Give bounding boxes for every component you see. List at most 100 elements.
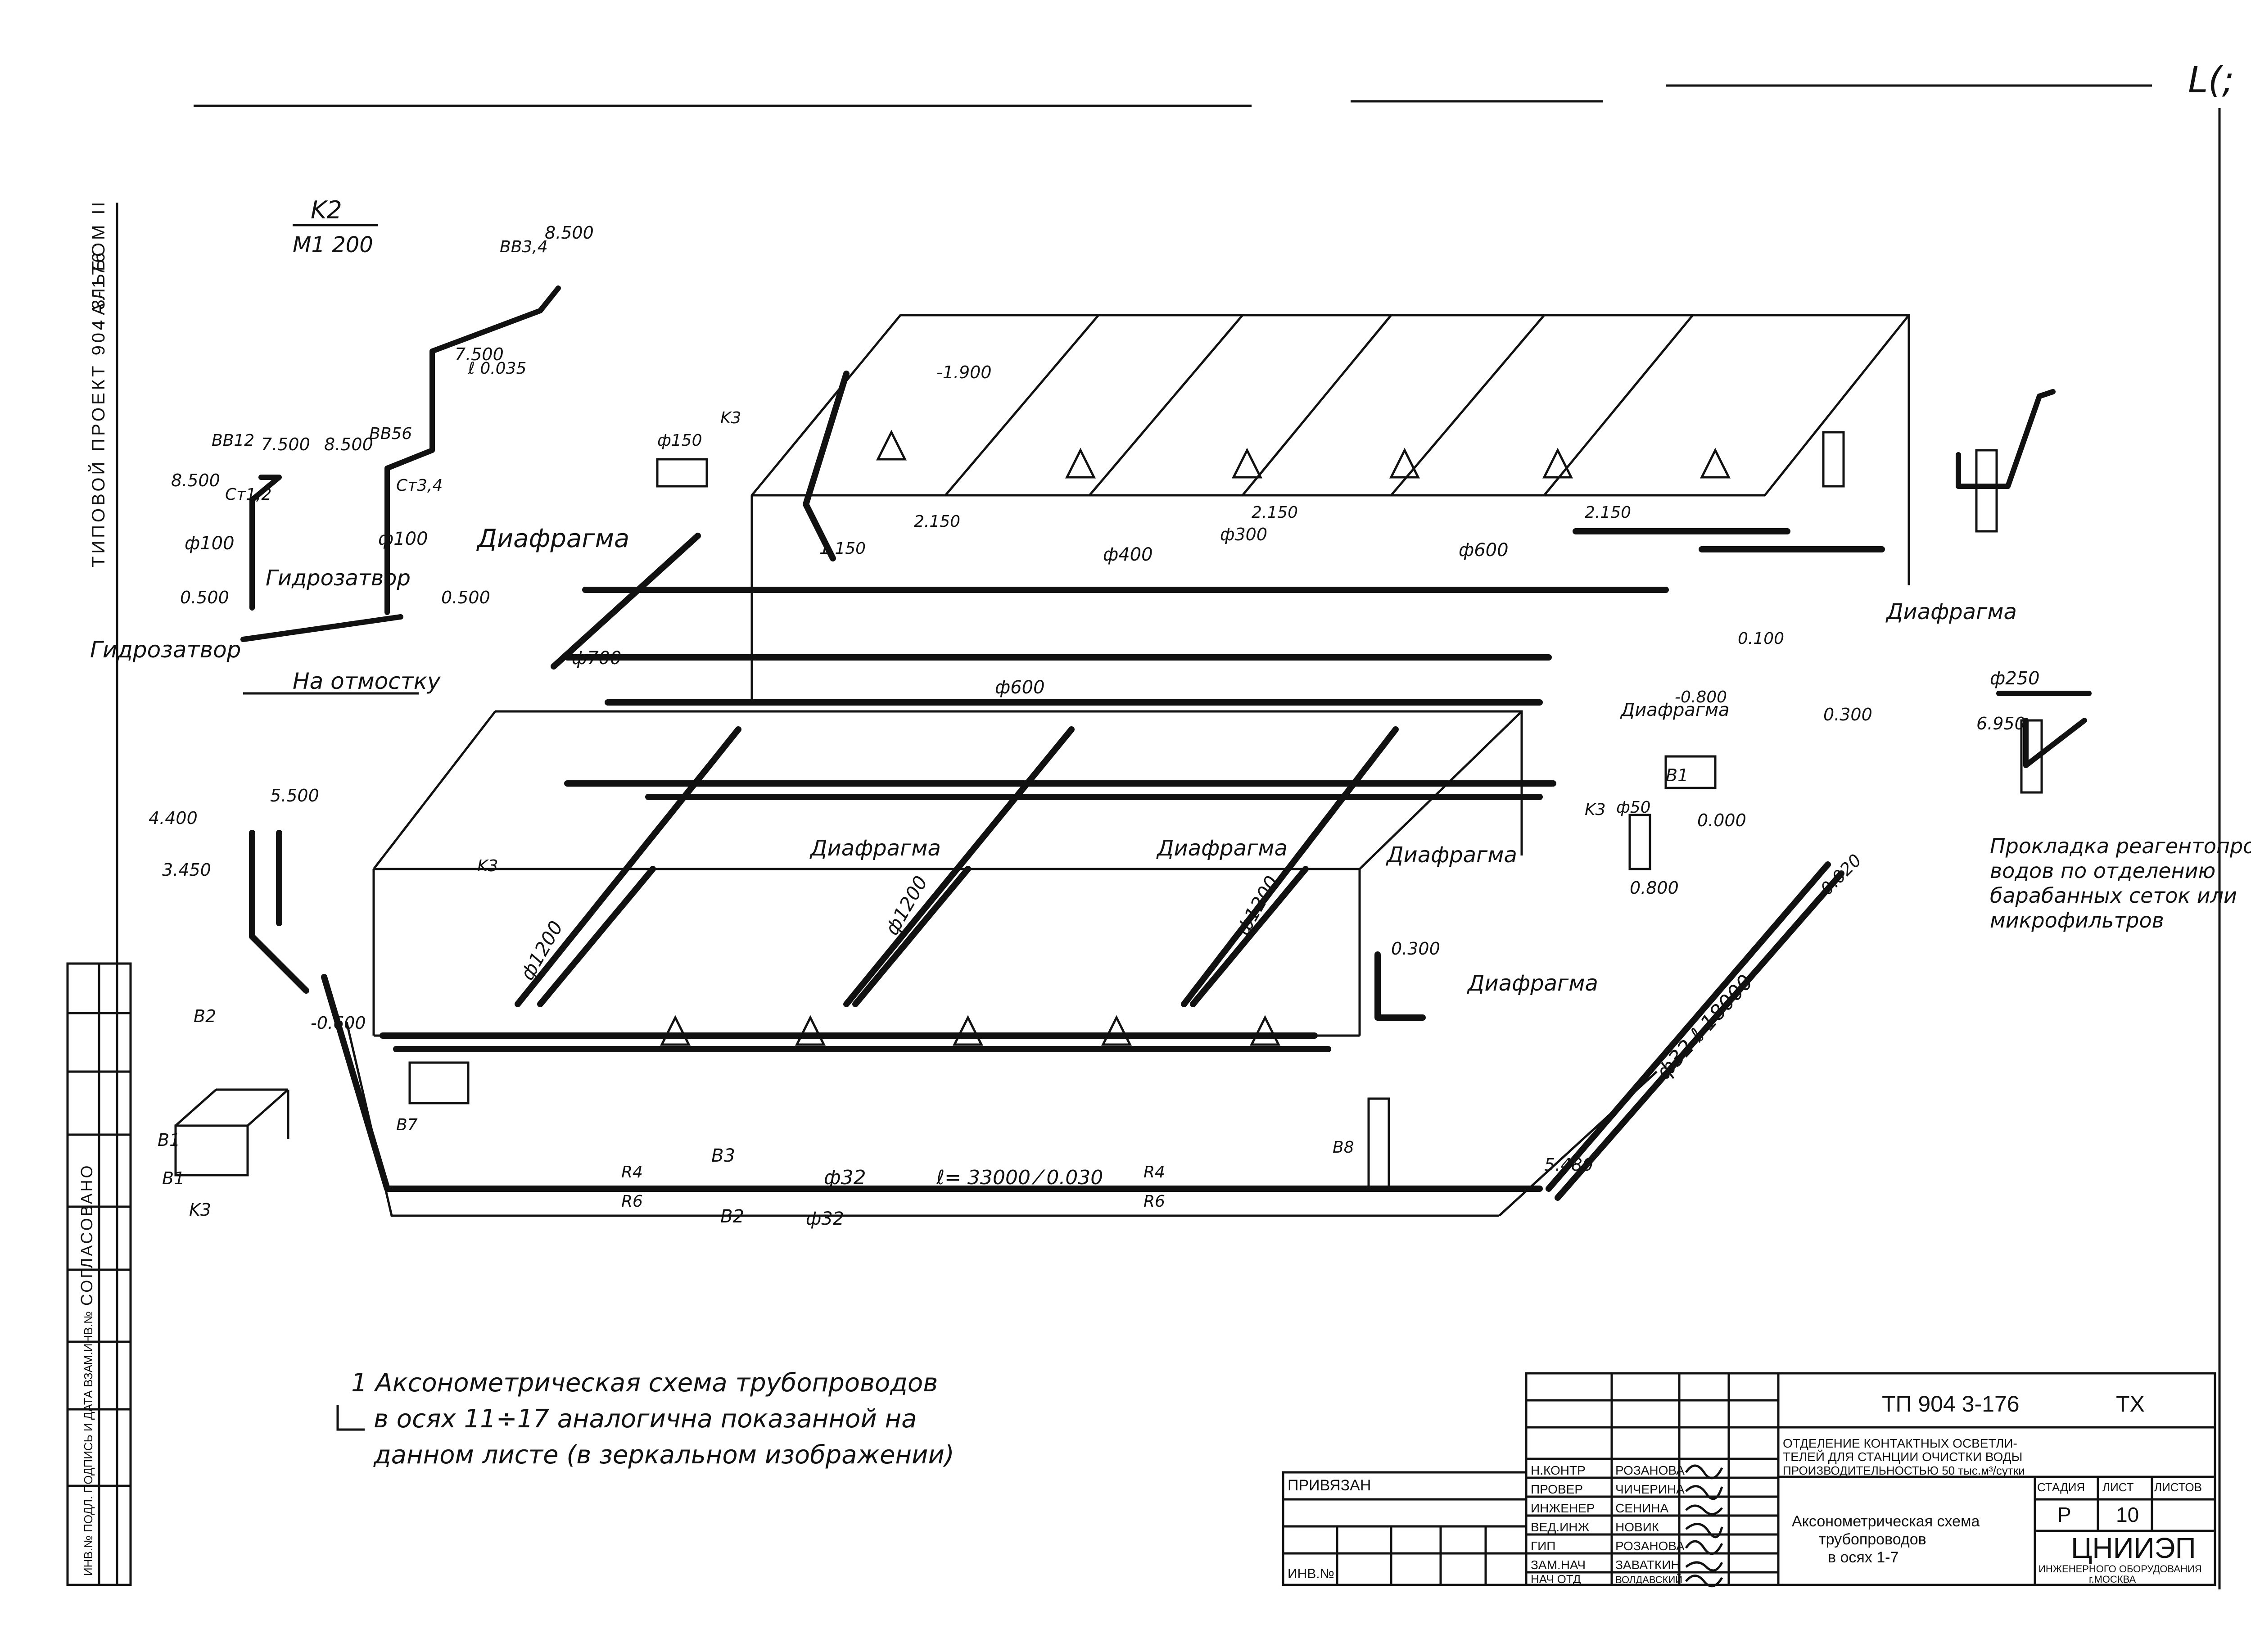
- sheet-number: 10: [2116, 1503, 2139, 1526]
- role-1: Н.КОНТР: [1531, 1463, 1586, 1477]
- label-d100-left: ф100: [185, 533, 235, 554]
- slope-0035: ℓ 0.035: [468, 359, 526, 378]
- label-diafragma-right: Диафрагма: [1885, 599, 2017, 625]
- col-sheets: ЛИСТОВ: [2154, 1480, 2202, 1494]
- label-diafragma-low: Диафрагма: [1467, 971, 1598, 996]
- project-number: ТП 904 3-176: [1882, 1391, 2020, 1417]
- tank-outline: [345, 314, 1910, 1217]
- label-pipe-d32-bottom: ф32: [806, 1208, 844, 1229]
- role-5: ГИП: [1531, 1539, 1555, 1553]
- elev-7500-riser: 7.500: [455, 344, 504, 364]
- sheet-title-line-1: Аксонометрическая схема: [1792, 1513, 1980, 1530]
- name-1: РОЗАНОВА: [1615, 1463, 1685, 1477]
- privyazan-label: ПРИВЯЗАН: [1288, 1477, 1371, 1494]
- label-k3-mid: K3: [477, 857, 498, 875]
- elev-8500-mid: 8.500: [324, 434, 373, 454]
- elev-0500-right: 0.500: [441, 588, 490, 607]
- side-project-title: ТИПОВОЙ ПРОЕКТ 904 3-176: [88, 250, 108, 567]
- label-b3: B3: [711, 1145, 735, 1166]
- label-b2: B2: [720, 1206, 744, 1227]
- label-gidrozatvor-upper: Гидрозатвор: [266, 566, 411, 591]
- elev-minus0800: -0.800: [1675, 688, 1727, 706]
- label-diafragma-bottom-3: Диафрагма: [1386, 842, 1517, 868]
- name-3: СЕНИНА: [1615, 1501, 1668, 1515]
- label-bb34: ВВ3,4: [500, 238, 548, 256]
- signatures: [1685, 1464, 1723, 1588]
- org-sub-line-1: ИНЖЕНЕРНОГО ОБОРУДОВАНИЯ: [2039, 1563, 2202, 1575]
- scheme-scale: M1 200: [293, 232, 373, 258]
- name-6: ЗАВАТКИН: [1615, 1558, 1680, 1572]
- elev-5480: 5.480: [1544, 1155, 1593, 1175]
- side-album-label: АЛЬБОМ II: [89, 199, 108, 315]
- riser-left: [240, 285, 561, 642]
- side-strip: [66, 962, 132, 1586]
- label-b8: B8: [1333, 1138, 1354, 1157]
- elev-2150-1: 2.150: [914, 512, 960, 531]
- tank-bottom-left: [174, 458, 1717, 1177]
- label-pipe-length-bottom: ℓ= 33000 ⁄ 0.030: [936, 1166, 1103, 1189]
- object-title-line-1: ОТДЕЛЕНИЕ КОНТАКТНЫХ ОСВЕТЛИ-: [1783, 1436, 2017, 1450]
- sheet-title-line-3: в осях 1-7: [1828, 1549, 1898, 1566]
- elev-7500-left: 7.500: [261, 434, 310, 454]
- label-r4-right: R4: [1144, 1163, 1165, 1181]
- label-d250: ф250: [1990, 668, 2040, 689]
- elev-0500-left: 0.500: [180, 588, 229, 607]
- label-k3-right: K3: [1585, 801, 1606, 819]
- label-bb12: ВВ12: [212, 431, 254, 450]
- elev-0000: 0.000: [1697, 810, 1746, 830]
- label-diafragma-bottom-2: Диафрагма: [1156, 836, 1288, 861]
- label-d400: ф400: [1103, 544, 1153, 565]
- sheet-code: ТХ: [2116, 1391, 2145, 1417]
- label-diafragma-mid: Диафрагма: [1620, 700, 1730, 720]
- elev-minus0600: -0.600: [311, 1013, 366, 1033]
- label-pipe-d32-top: ф32: [824, 1166, 866, 1189]
- label-k3-top: K3: [720, 409, 741, 427]
- label-d50: ф50: [1616, 798, 1651, 817]
- label-d700-left: ф700: [572, 648, 622, 669]
- label-d150: ф150: [657, 431, 702, 450]
- label-r4-left: R4: [621, 1163, 643, 1181]
- label-ct12: Ст1,2: [225, 485, 271, 504]
- riser-right: [1956, 389, 2092, 768]
- label-b7: B7: [396, 1116, 418, 1134]
- elev-1150: 1.150: [819, 539, 866, 558]
- scheme-code: K2: [311, 196, 342, 224]
- label-bb56: ВВ56: [369, 425, 412, 443]
- org-name: ЦНИИЭП: [2071, 1532, 2196, 1564]
- reagent-note-line-4: микрофильтров: [1990, 908, 2164, 932]
- footnote-bracket: [336, 1405, 365, 1431]
- role-6: ЗАМ.НАЧ: [1531, 1558, 1586, 1572]
- footnote-line-3: данном листе (в зеркальном изображении): [373, 1440, 954, 1470]
- stage-value: Р: [2057, 1503, 2071, 1526]
- elev-0100: 0.100: [1738, 629, 1784, 648]
- elev-0300-right: 0.300: [1823, 705, 1872, 724]
- label-d600-top: ф600: [1459, 540, 1509, 561]
- elev-0300-low: 0.300: [1391, 939, 1440, 959]
- name-5: РОЗАНОВА: [1615, 1539, 1685, 1553]
- footnote-line-2: в осях 11÷17 аналогична показанной на: [374, 1404, 917, 1434]
- col-stage: СТАДИЯ: [2037, 1480, 2085, 1494]
- label-diafragma-top: Диафрагма: [476, 524, 629, 553]
- elev-5500: 5.500: [270, 786, 319, 806]
- elev-2150-3: 2.150: [1585, 503, 1631, 522]
- label-k3-bottom: K3: [189, 1200, 211, 1220]
- label-gidrozatvor-lower: Гидрозатвор: [90, 637, 241, 663]
- label-na-otmostku: На отмостку: [293, 668, 441, 694]
- org-sub-line-2: г.МОСКВА: [2089, 1574, 2136, 1585]
- valve-marks: [660, 430, 2043, 1190]
- sheet-title-line-2: трубопроводов: [1819, 1531, 1926, 1548]
- elev-0800: 0.800: [1630, 878, 1679, 898]
- label-ct34: Ст3,4: [396, 476, 443, 495]
- label-b1-left-2: B1: [162, 1168, 185, 1188]
- elev-3450: 3.450: [162, 860, 211, 880]
- label-b1-right: B1: [1666, 765, 1688, 785]
- side-agreed-label: СОГЛАСОВАНО: [77, 1163, 96, 1306]
- inv-no-label: ИНВ.№: [1288, 1566, 1334, 1581]
- label-b1-left: B1: [158, 1130, 180, 1150]
- elev-2150-2: 2.150: [1252, 503, 1298, 522]
- reagent-note-line-1: Прокладка реагентопро: [1990, 834, 2251, 858]
